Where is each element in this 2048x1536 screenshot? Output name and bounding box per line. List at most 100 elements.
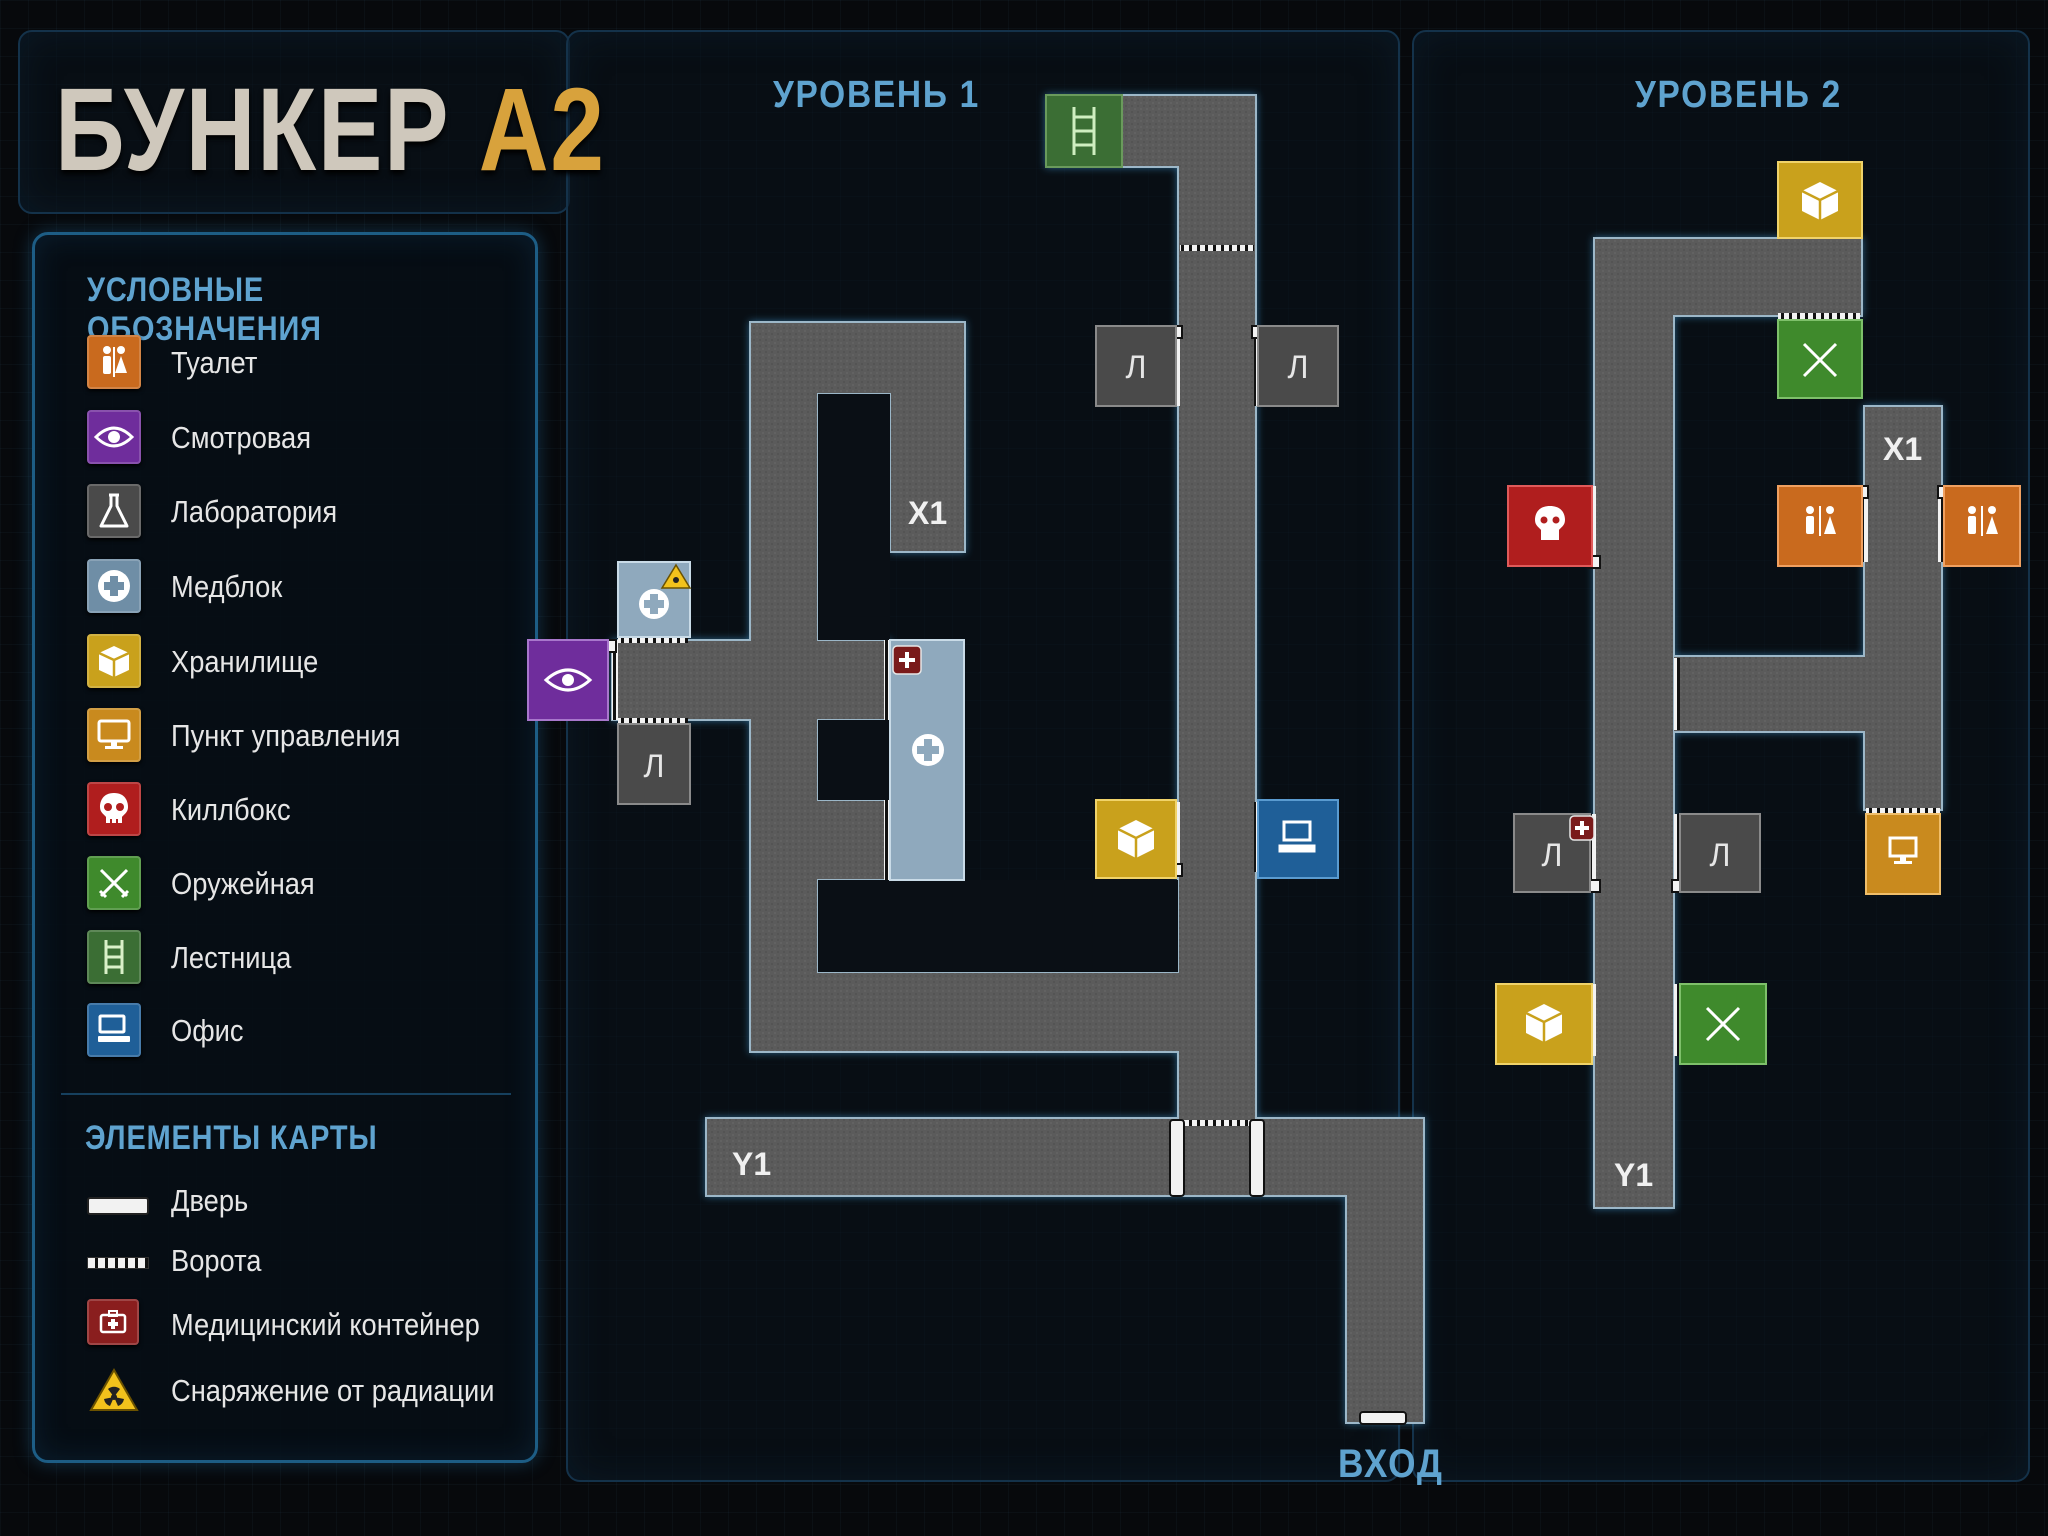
restroom-icon (87, 335, 141, 389)
legend-item-lab: Лаборатория (57, 484, 497, 546)
level1-rooms: Л Л Л (527, 94, 1339, 881)
ladder-icon (87, 930, 141, 984)
medical-cross-icon (87, 559, 141, 613)
gate (618, 637, 688, 643)
legend-label: Ворота (171, 1243, 262, 1278)
room-storage (1777, 161, 1863, 239)
med-container-icon (892, 645, 922, 675)
gate (1590, 814, 1596, 886)
med-container-icon (87, 1299, 139, 1345)
room-medbay-large (889, 639, 965, 881)
gate (884, 640, 890, 720)
crate-icon (1801, 182, 1839, 220)
lab-label: Л (1126, 349, 1147, 385)
medical-cross-icon (639, 589, 669, 619)
y1-marker: Y1 (1614, 1157, 1653, 1193)
computer-icon (87, 1003, 141, 1057)
entrance-label: ВХОД (1338, 1442, 1444, 1486)
legend-item-observation: Смотровая (57, 410, 497, 472)
legend-item-medbay: Медблок (57, 559, 497, 621)
map-title-main: БУНКЕР (55, 64, 451, 196)
legend-item-restroom: Туалет (57, 335, 497, 397)
gate (884, 800, 890, 880)
med-container-icon (1569, 815, 1595, 841)
lab-label: Л (644, 748, 665, 784)
legend-label: Лестница (171, 940, 292, 975)
legend-label: Смотровая (171, 420, 312, 455)
lab-label: Л (1710, 837, 1731, 873)
gate (1674, 984, 1680, 1056)
gate (1674, 814, 1680, 886)
legend-label: Медблок (171, 569, 283, 604)
ladder-icon (1072, 107, 1096, 155)
gate (1674, 658, 1680, 730)
room-lab: Л (1257, 325, 1339, 407)
gate (1180, 1120, 1254, 1126)
legend-element-gate: Ворота (57, 1243, 497, 1305)
lab-label: Л (1542, 837, 1563, 873)
room-killbox (1507, 485, 1593, 567)
elements-heading: ЭЛЕМЕНТЫ КАРТЫ (85, 1119, 378, 1157)
crossed-swords-icon (1705, 1006, 1741, 1042)
level1-corridors (611, 94, 1425, 1424)
room-office (1257, 799, 1339, 879)
legend-divider (61, 1093, 511, 1095)
computer-icon (1278, 820, 1316, 853)
legend-label: Дверь (171, 1183, 249, 1218)
legend-label: Оружейная (171, 866, 315, 901)
radiation-icon (660, 563, 692, 589)
legend-item-ladder: Лестница (57, 930, 497, 992)
legend-item-armory: Оружейная (57, 856, 497, 918)
door (1359, 1411, 1407, 1425)
map-title-accent: А2 (478, 64, 606, 196)
skull-icon (87, 782, 141, 836)
legend-label: Снаряжение от радиации (171, 1373, 495, 1408)
gate-icon (87, 1257, 149, 1269)
gate (612, 640, 618, 720)
monitor-icon (1888, 836, 1918, 864)
level1-heading: УРОВЕНЬ 1 (773, 74, 981, 116)
room-lab: Л (617, 723, 691, 805)
flask-icon (87, 484, 141, 538)
restroom-icon (1968, 506, 1998, 536)
door (1169, 1119, 1185, 1197)
gate (1862, 490, 1868, 562)
gate (618, 718, 688, 724)
gate (1938, 490, 1944, 562)
y1-marker: Y1 (732, 1146, 771, 1182)
room-lab: Л (1679, 813, 1761, 893)
eye-icon (87, 410, 141, 464)
lab-label: Л (1288, 349, 1309, 385)
legend-label: Пункт управления (171, 718, 401, 753)
room-restroom (1943, 485, 2021, 567)
legend-element-door: Дверь (57, 1183, 497, 1245)
legend-item-control-room: Пункт управления (57, 708, 497, 770)
room-armory (1777, 319, 1863, 399)
skull-icon (1535, 506, 1565, 540)
restroom-icon (1806, 506, 1836, 536)
legend-label: Киллбокс (171, 792, 291, 827)
legend-label: Лаборатория (171, 494, 338, 529)
crate-icon (1117, 820, 1155, 858)
monitor-icon (87, 708, 141, 762)
gate (1866, 808, 1940, 814)
level2-rooms: Л Л (1495, 161, 2021, 1065)
legend-element-radiation: Снаряжение от радиации (57, 1367, 497, 1429)
legend-label: Офис (171, 1013, 244, 1048)
medical-cross-icon (912, 734, 944, 766)
level1-panel (566, 30, 1400, 1482)
legend-item-storage: Хранилище (57, 634, 497, 696)
gate (1778, 313, 1860, 319)
legend-label: Медицинский контейнер (171, 1307, 480, 1342)
crossed-swords-icon (87, 856, 141, 910)
room-storage (1095, 799, 1177, 879)
crossed-swords-icon (1802, 342, 1838, 378)
map-title: БУНКЕР А2 (55, 62, 606, 198)
legend-label: Туалет (171, 345, 258, 380)
room-restroom (1777, 485, 1863, 567)
legend-element-med-container: Медицинский контейнер (57, 1299, 497, 1361)
room-storage (1495, 983, 1593, 1065)
room-lab: Л (1513, 813, 1595, 893)
room-lab: Л (1095, 325, 1177, 407)
